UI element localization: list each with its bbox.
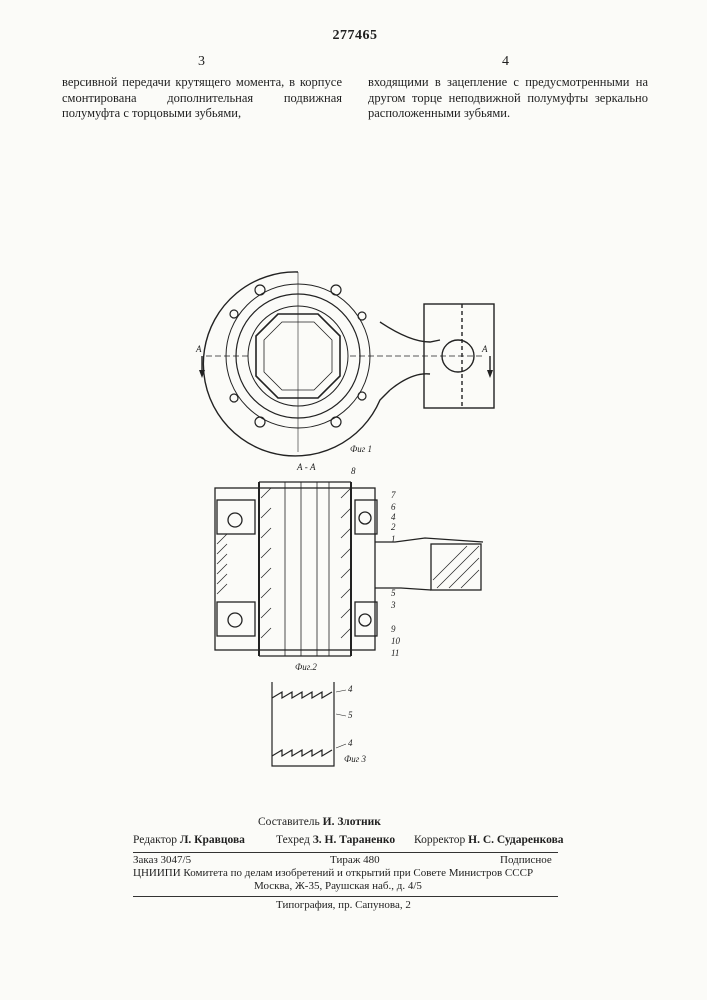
corrector-line: Корректор Н. С. Сударенкова [414,834,564,846]
part-label-6: 6 [391,502,396,512]
fig3-label-4-top: 4 [348,684,353,694]
part-label-7: 7 [391,490,396,500]
figure-3-drawing: 4 5 4 Фиг 3 [262,676,382,776]
techred-name: З. Н. Тараненко [313,834,395,846]
subscription: Подписное [500,854,552,867]
body-text-left: версивной передачи крутящего момента, в … [62,75,342,122]
techred-label: Техред [276,834,310,846]
editor-label: Редактор [133,834,177,846]
part-label-4: 4 [391,512,396,522]
techred-line: Техред З. Н. Тараненко [276,834,395,846]
editor-name: Л. Кравцова [180,834,245,846]
compiler-line: Составитель И. Злотник [258,816,381,828]
part-label-10: 10 [391,636,401,646]
printing-line: Типография, пр. Сапунова, 2 [276,899,411,912]
figure-3-caption: Фиг 3 [344,754,366,764]
compiler-label: Составитель [258,816,320,828]
column-number-left: 3 [198,54,205,70]
order-number: Заказ 3047/5 [133,854,191,867]
part-label-11: 11 [391,648,399,658]
patent-number: 277465 [300,28,410,44]
part-label-9: 9 [391,624,396,634]
fig3-label-5: 5 [348,710,353,720]
part-label-3: 3 [390,600,396,610]
part-label-5: 5 [391,588,396,598]
editor-line: Редактор Л. Кравцова [133,834,245,846]
part-label-8-top: 8 [351,466,356,476]
organization-line: ЦНИИПИ Комитета по делам изобретений и о… [133,867,533,880]
figure-2-drawing: А - А [205,458,445,673]
column-number-right: 4 [502,54,509,70]
part-label-1: 1 [391,534,396,544]
address-line: Москва, Ж-35, Раушская наб., д. 4/5 [254,880,422,893]
footer-divider-top [133,852,558,853]
footer-divider-bottom [133,896,558,897]
body-text-right: входящими в зацепление с предусмотренным… [368,75,648,122]
section-mark-left: А [195,344,202,354]
section-mark-right: А [481,344,488,354]
corrector-label: Корректор [414,834,465,846]
figure-2-caption: Фиг.2 [295,662,317,672]
fig3-label-4-bottom: 4 [348,738,353,748]
part-label-2: 2 [391,522,396,532]
compiler-name: И. Злотник [323,816,381,828]
figure-1-caption: Фиг 1 [350,444,372,454]
corrector-name: Н. С. Сударенкова [468,834,563,846]
circulation: Тираж 480 [330,854,380,867]
section-title: А - А [296,462,316,472]
figure-1-labels: А А Фиг 1 [190,262,510,462]
